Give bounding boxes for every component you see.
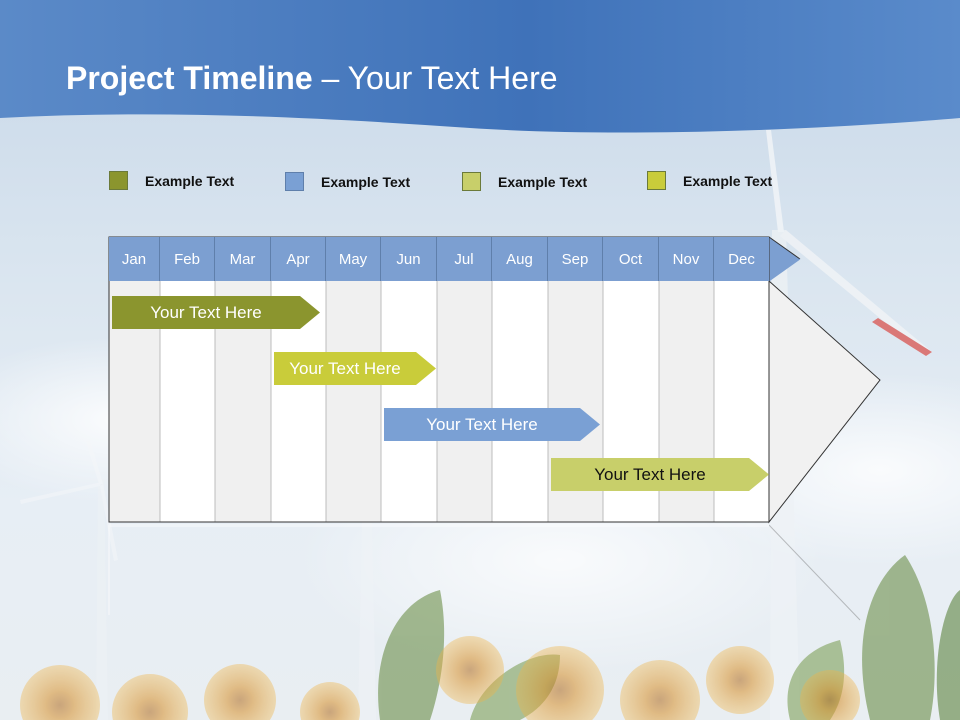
month-apr: Apr (271, 237, 326, 281)
task-arrow-3[interactable]: Your Text Here (384, 408, 600, 441)
legend-item-4: Example Text (647, 171, 772, 190)
legend-label-1: Example Text (145, 172, 235, 189)
legend-item-2: Example Text (285, 172, 410, 191)
task-arrow-2[interactable]: Your Text Here (274, 352, 436, 385)
legend-label-3: Example Text (498, 173, 588, 190)
legend-label-2: Example Text (321, 173, 411, 190)
header-band (0, 0, 960, 133)
legend-swatch-3 (462, 172, 481, 191)
task-arrow-4[interactable]: Your Text Here (551, 458, 769, 491)
title-rest: – Your Text Here (312, 60, 558, 96)
title-bold: Project Timeline (66, 60, 313, 96)
legend-swatch-1 (109, 171, 128, 190)
month-mar: Mar (215, 237, 271, 281)
task-arrow-1[interactable]: Your Text Here (112, 296, 320, 329)
month-jan: Jan (109, 237, 160, 281)
legend-item-3: Example Text (462, 172, 587, 191)
month-jun: Jun (381, 237, 437, 281)
legend-label-4: Example Text (683, 172, 773, 189)
month-oct: Oct (603, 237, 659, 281)
legend-swatch-2 (285, 172, 304, 191)
page-title: Project Timeline – Your Text Here (66, 60, 558, 97)
month-sep: Sep (548, 237, 603, 281)
month-dec: Dec (728, 250, 755, 268)
month-feb: Feb (160, 237, 215, 281)
month-may: May (326, 237, 381, 281)
legend-swatch-4 (647, 171, 666, 190)
month-jul: Jul (437, 237, 492, 281)
legend-item-1: Example Text (109, 171, 234, 190)
month-nov: Nov (659, 237, 714, 281)
month-aug: Aug (492, 237, 548, 281)
